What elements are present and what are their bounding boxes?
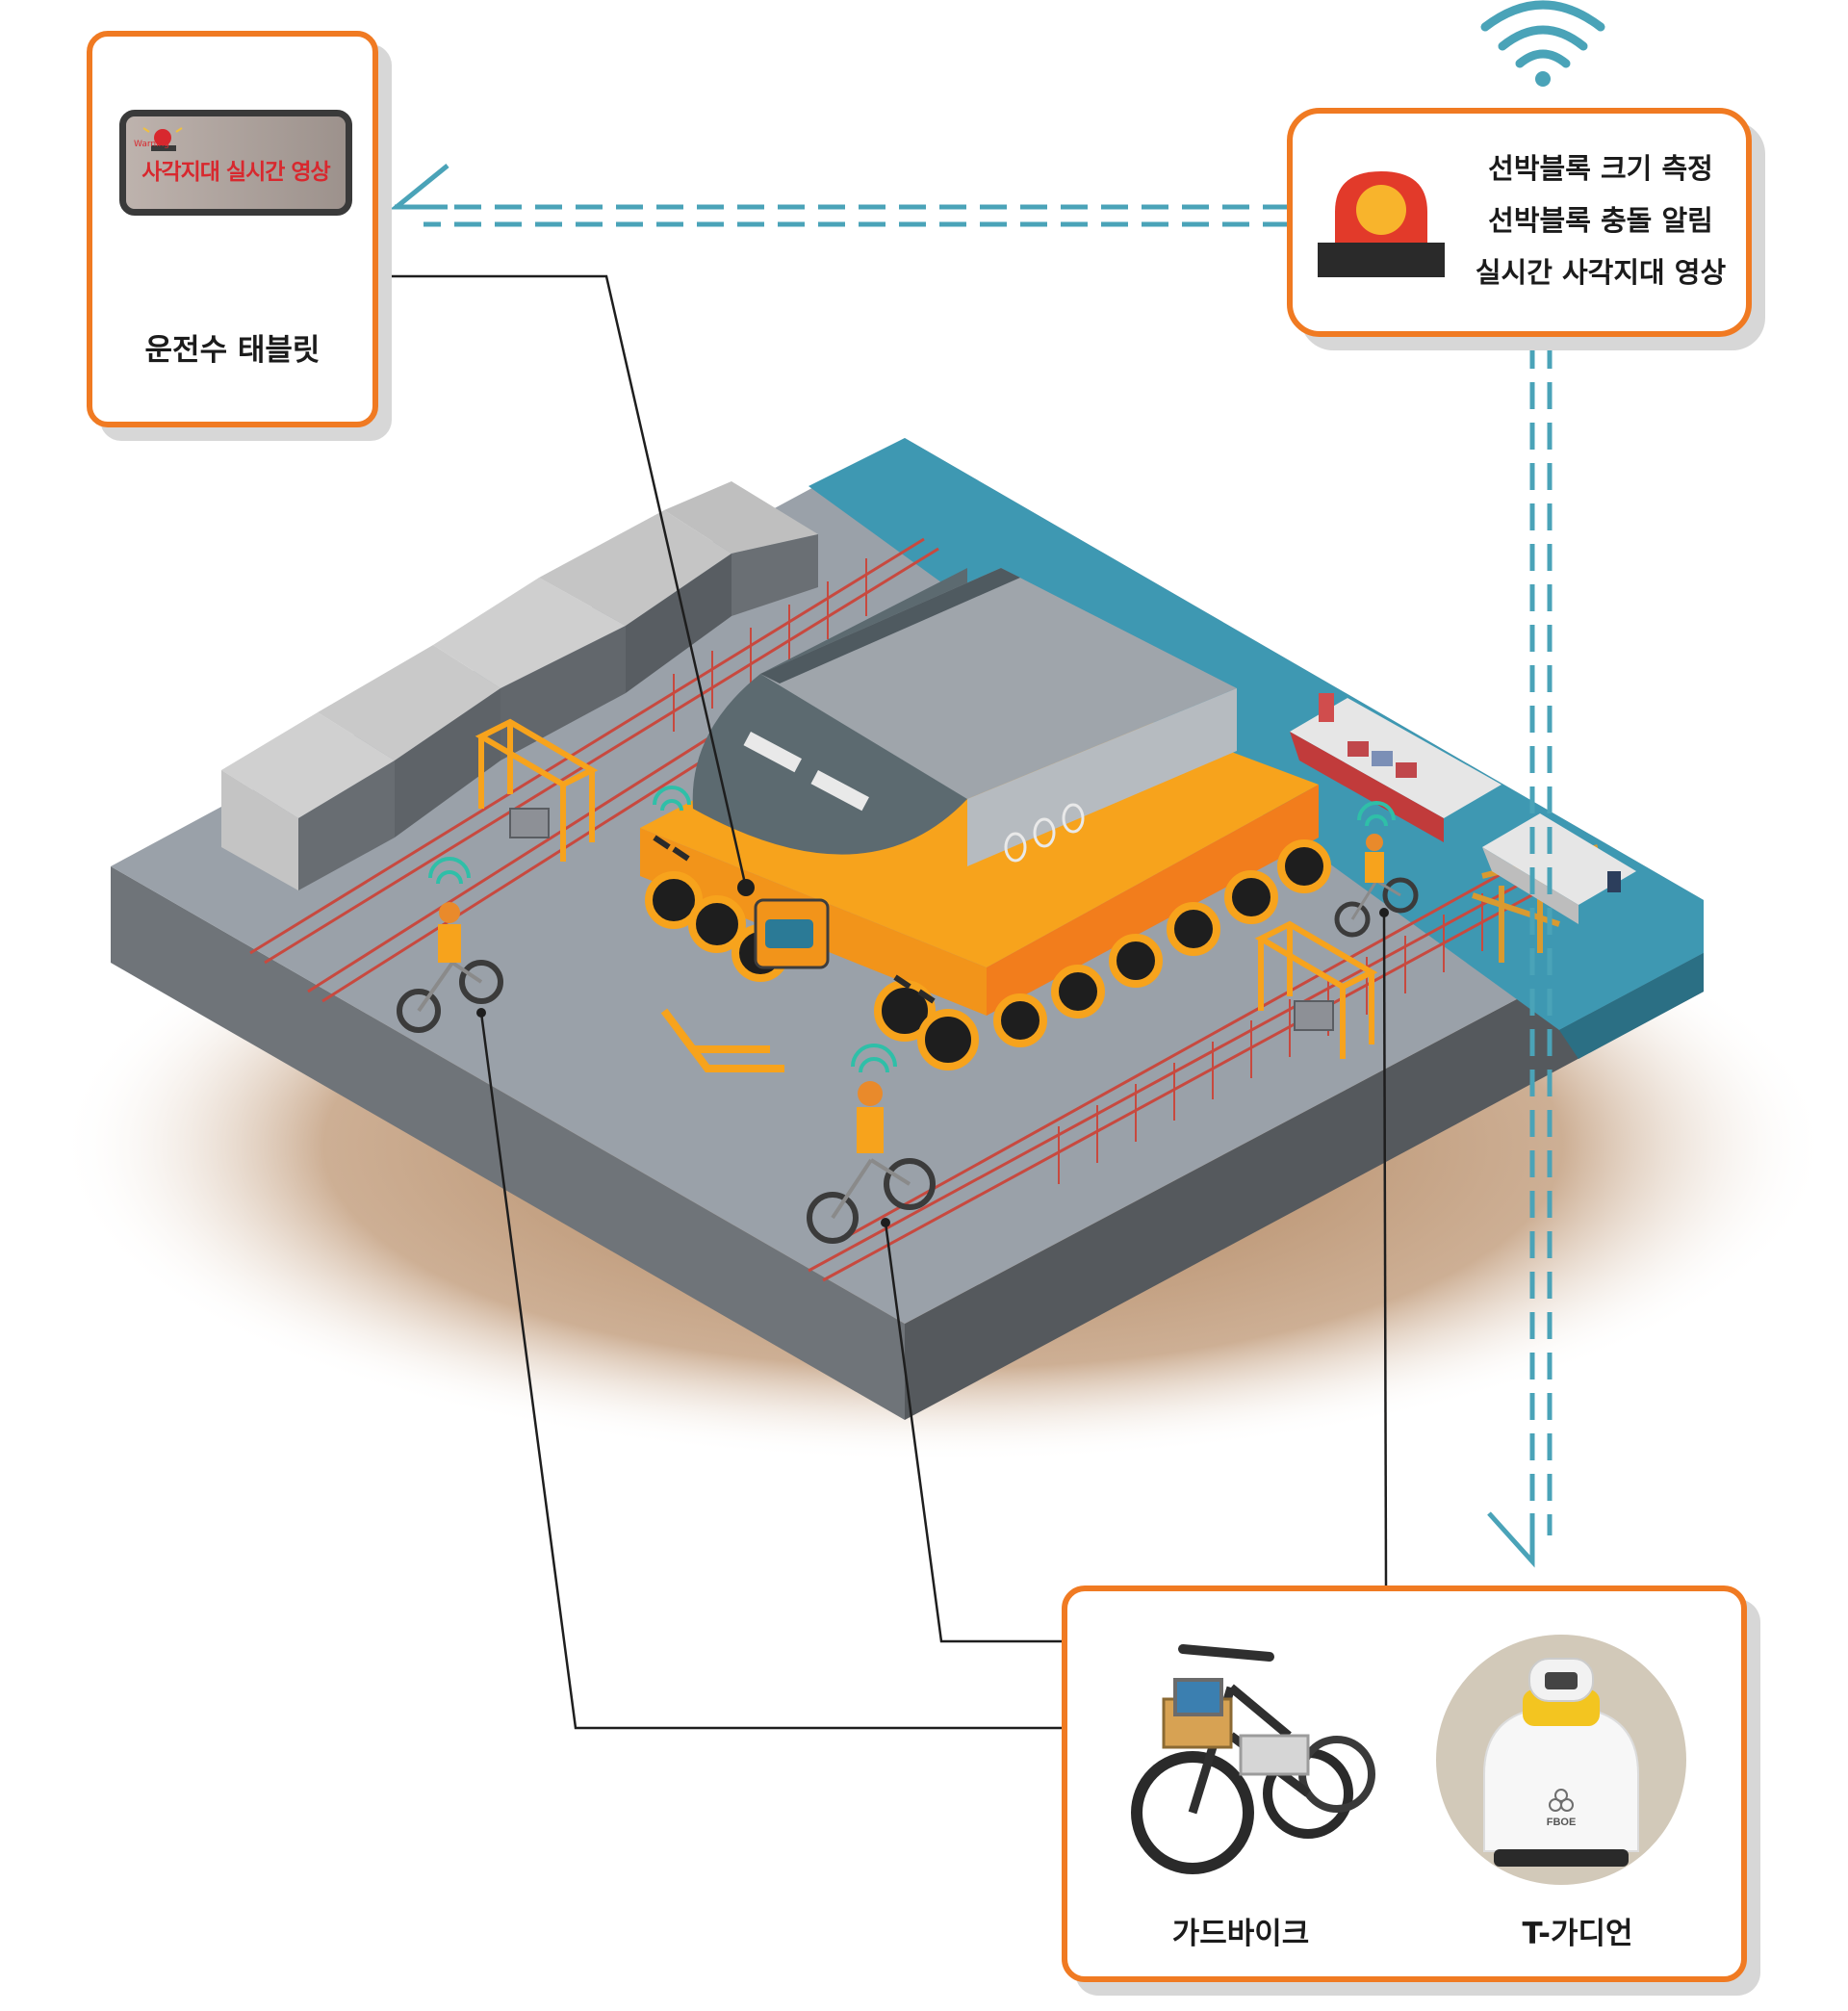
driver-tablet-label: 운전수 태블릿 [144,333,321,368]
tablet-warning-text: Warning [134,140,170,149]
leader-dots [476,879,1389,1227]
wifi-icon-dot [1535,71,1551,87]
wifi-icon [1480,0,1605,68]
water-edge [1559,953,1704,1059]
alarm-features-card: 선박블록 크기 측정 선박블록 충돌 알림 실시간 사각지대 영상 [1287,108,1752,337]
worker-bike-right [1334,834,1419,938]
leader-lines [378,274,1388,1730]
ship-block [692,568,1237,866]
feature-blindspot-video: 실시간 사각지대 영상 [1475,256,1727,289]
rails-left-ties [673,558,867,732]
feature-collision-alert: 선박블록 충돌 알림 [1488,204,1713,237]
devices-card: FBOE 가드바이크 T-가디언 [1062,1586,1747,1982]
dashed-arrow-to-tablet [395,204,1290,227]
guard-bike-label: 가드바이크 [1171,1917,1310,1951]
t-guardian-logo-text: FBOE [1547,1817,1577,1828]
warehouse-buildings [221,481,818,890]
driver-tablet-card: Warning 사각지대 실시간 영상 운전수 태블릿 [87,31,378,427]
rails-front-ties [1058,893,1483,1184]
t-guardian-robot-icon: FBOE [1436,1635,1686,1885]
arrow-head-left [389,164,449,210]
cargo-ship-1 [1290,693,1502,842]
feature-size-measure: 선박블록 크기 측정 [1488,152,1713,185]
tablet-screen-text: 사각지대 실시간 영상 [141,160,330,185]
scene-wifi-icons [428,786,1396,1073]
gantry-crane-left [475,718,599,862]
worker-bike-center [807,1081,936,1244]
dashed-arrow-to-devices [1529,342,1553,1560]
platform-left-side [111,866,905,1420]
direction-chevrons [660,1008,784,1072]
tablet-screen: Warning 사각지대 실시간 영상 [119,110,352,216]
worker-bike-left [397,902,503,1033]
platform-right-side [905,900,1704,1420]
warning-light-icon [142,127,183,151]
gantry-crane-right [1254,920,1378,1059]
alarm-feature-list: 선박블록 크기 측정 선박블록 충돌 알림 실시간 사각지대 영상 [1456,142,1745,298]
alarm-beacon-icon [1318,171,1445,277]
guard-bike-icon [1131,1644,1375,1874]
arrow-head-down [1487,1511,1535,1568]
t-guardian-label: T-가디언 [1522,1917,1633,1951]
